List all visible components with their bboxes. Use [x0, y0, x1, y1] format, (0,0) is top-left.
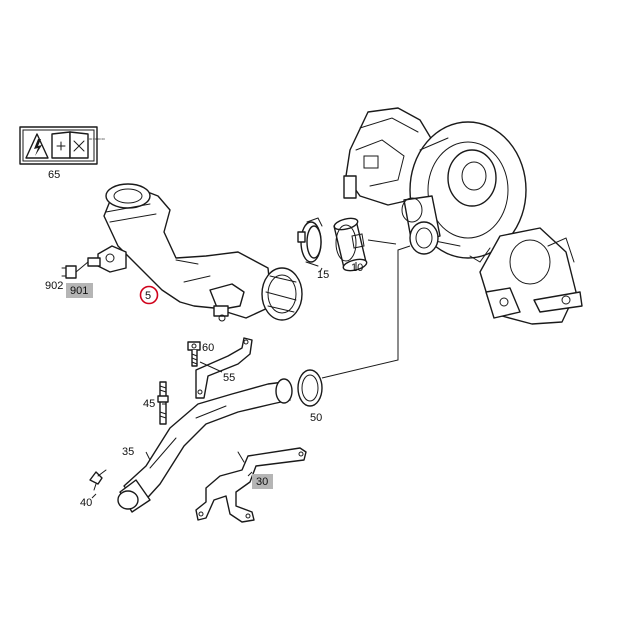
- callout-30-highlight: [252, 474, 273, 489]
- callout-901-highlight: [66, 283, 93, 298]
- intake-air-hose-5: [87, 183, 303, 322]
- callout-55: 55: [223, 372, 235, 384]
- callout-15: 15: [317, 269, 329, 281]
- callout-50: 50: [310, 412, 322, 424]
- o-ring-50: [297, 369, 323, 407]
- leader-lines: [91, 239, 411, 499]
- callout-5: 5: [145, 290, 151, 302]
- connector-sleeve-10: [333, 217, 368, 272]
- callout-65: 65: [48, 169, 60, 181]
- stud-bolt-45: [157, 381, 169, 425]
- warning-icon-tiny-text: 00 00 00 00: [89, 137, 105, 141]
- callout-902: 902: [45, 280, 63, 292]
- callout-30: 30: [256, 476, 268, 488]
- connector-901: [61, 261, 89, 279]
- bolt-60: [187, 341, 201, 367]
- callout-labels: 65 5 902 901 15 10 60 55 45 50 35 30 40: [45, 169, 363, 509]
- turbocharger: [343, 107, 583, 325]
- callout-45: 45: [143, 398, 155, 410]
- bracket-30: [195, 447, 307, 523]
- bracket-55: [195, 337, 253, 399]
- callout-35: 35: [122, 446, 134, 458]
- hose-clamp-15: [297, 217, 323, 267]
- charge-air-pipe-35: [117, 378, 293, 513]
- callout-901: 901: [70, 285, 88, 297]
- callout-5-highlight-ring: [139, 285, 159, 305]
- callout-60: 60: [202, 342, 214, 354]
- callout-10: 10: [351, 262, 363, 274]
- clip-40: [89, 469, 107, 491]
- callout-40: 40: [80, 497, 92, 509]
- warning-manual-icon: 00 00 00 00: [19, 126, 105, 165]
